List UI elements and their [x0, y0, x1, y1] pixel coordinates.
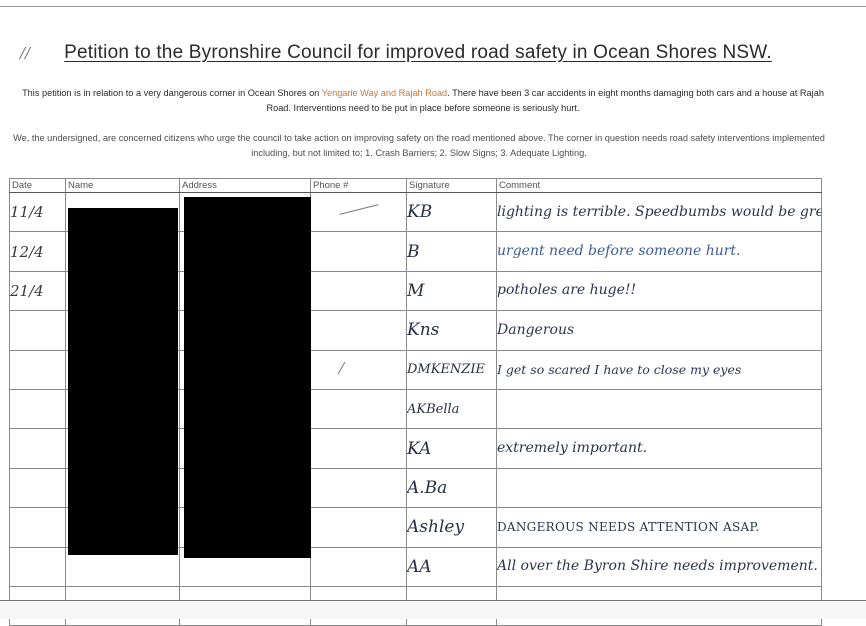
row-signature: Ashley: [406, 507, 497, 548]
header-address: Address: [179, 178, 311, 193]
row-date: [9, 310, 66, 351]
intro-text-start: This petition is in relation to a very d…: [22, 88, 322, 98]
table-header-row: Date Name Address Phone # Signature Comm…: [9, 178, 822, 193]
row-phone: [310, 310, 407, 351]
row-comment: DANGEROUS NEEDS ATTENTION ASAP.: [496, 507, 822, 548]
row-date: [9, 546, 66, 587]
row-signature: AKBella: [406, 388, 497, 430]
row-date: [9, 349, 66, 390]
row-signature: Kns: [406, 310, 497, 351]
intro-text-end: . There have been 3 car accidents in eig…: [266, 88, 824, 113]
header-date: Date: [9, 178, 66, 193]
header-signature: Signature: [406, 178, 497, 193]
row-comment: extremely important.: [496, 428, 822, 469]
corner-mark: //: [20, 44, 31, 62]
row-date: [9, 507, 66, 548]
row-comment: All over the Byron Shire needs improveme…: [496, 546, 822, 587]
header-phone: Phone #: [310, 178, 407, 193]
row-comment: lighting is terrible. Speedbumbs would b…: [496, 191, 822, 233]
phone-tick-mark: [337, 361, 346, 374]
row-date: [9, 467, 66, 509]
row-date: 12/4: [9, 231, 66, 272]
row-date: 11/4: [9, 191, 66, 233]
row-comment: Dangerous: [496, 310, 822, 351]
row-signature: DMKENZIE: [406, 349, 497, 390]
address-redaction-block: [184, 197, 311, 558]
row-date: [9, 388, 66, 430]
name-redaction-block: [68, 208, 178, 555]
phone-dash-mark: [339, 204, 379, 215]
row-signature: AA: [406, 546, 497, 587]
row-phone: [310, 231, 407, 272]
page-bottom-edge: [0, 600, 866, 619]
row-signature: M: [406, 270, 497, 312]
row-phone: [310, 388, 407, 430]
row-phone: [310, 467, 407, 509]
row-date: [9, 428, 66, 469]
row-signature: B: [406, 231, 497, 272]
row-comment: urgent need before someone hurt.: [496, 231, 822, 272]
header-comment: Comment: [496, 178, 822, 193]
row-phone: [310, 507, 407, 548]
row-phone: [310, 270, 407, 312]
petition-title: Petition to the Byronshire Council for i…: [64, 42, 772, 63]
header-name: Name: [65, 178, 180, 193]
row-phone: [310, 191, 407, 233]
row-comment: [496, 388, 822, 430]
row-phone: [310, 546, 407, 587]
row-comment: potholes are huge!!: [496, 270, 822, 312]
row-comment: [496, 467, 822, 509]
row-comment: I get so scared I have to close my eyes: [496, 349, 822, 390]
row-signature: KB: [406, 191, 497, 233]
petition-request: We, the undersigned, are concerned citiz…: [13, 133, 825, 158]
row-signature: KA: [406, 428, 497, 469]
row-signature: A.Ba: [406, 467, 497, 509]
row-phone: [310, 428, 407, 469]
row-date: 21/4: [9, 270, 66, 312]
page-top-edge: [0, 0, 866, 7]
petition-intro: This petition is in relation to a very d…: [14, 86, 832, 116]
row-phone: [310, 349, 407, 390]
intro-location-highlight: Yengarie Way and Rajah Road: [321, 88, 448, 98]
